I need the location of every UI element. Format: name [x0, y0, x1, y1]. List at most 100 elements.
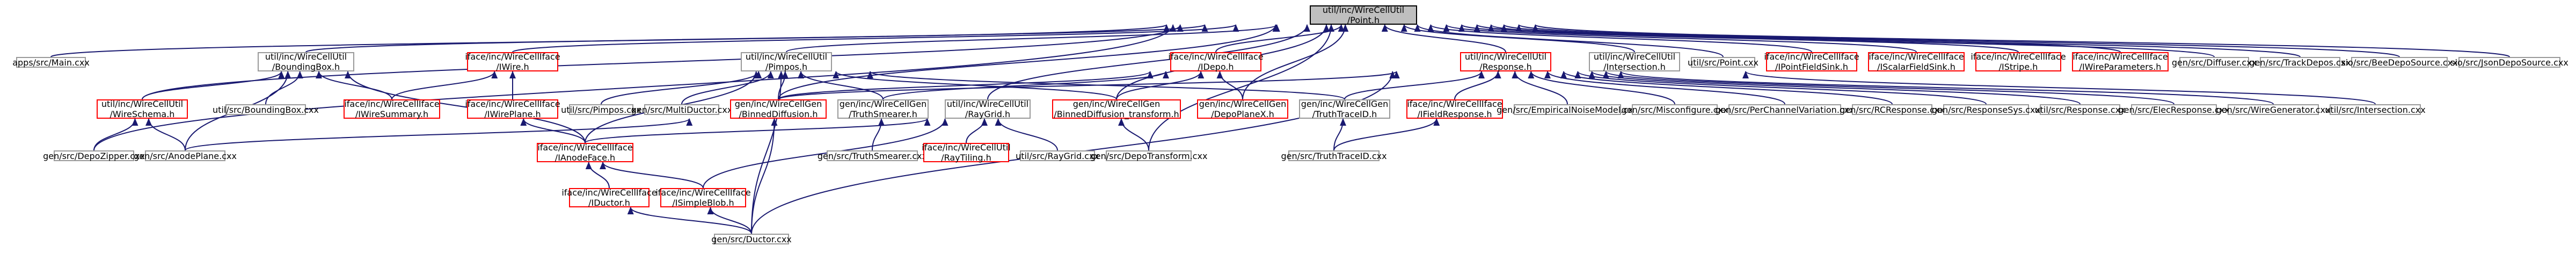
node-iraytiling-h[interactable]: iface/inc/WireCellUtil /RayTiling.h	[922, 142, 1011, 163]
node-label: gen/src/RCResponse.cxx	[1840, 104, 1945, 115]
edge-wireschema-h-to-point	[142, 24, 1184, 100]
node-label: util/src/Point.cxx	[1688, 57, 1758, 68]
node-gen-wiregenerator[interactable]: gen/src/WireGenerator.cxx	[2216, 104, 2330, 115]
node-iwire-h[interactable]: iface/inc/WireCellIface /IWire.h	[465, 52, 560, 72]
node-label: util/inc/WireCellUtil /RayGrid.h	[946, 99, 1029, 119]
node-util-bbox-cxx[interactable]: util/src/BoundingBox.cxx	[213, 104, 319, 115]
node-label: util/src/Pimpos.cxx	[561, 104, 641, 115]
node-raygrid-h[interactable]: util/inc/WireCellUtil /RayGrid.h	[945, 99, 1031, 119]
node-gen-trackdepos[interactable]: gen/src/TrackDepos.cxx	[2249, 57, 2351, 68]
node-label: iface/inc/WireCellIface /IWireSummary.h	[344, 99, 440, 119]
edge-gen-responsesys-to-response-h	[1574, 71, 1987, 105]
node-label: sio/src/JsonDepoSource.cxx	[2450, 57, 2568, 68]
node-pimpos-h[interactable]: util/inc/WireCellUtil /Pimpos.h	[741, 52, 832, 72]
node-wireschema-h[interactable]: util/inc/WireCellUtil /WireSchema.h	[97, 99, 188, 119]
node-gen-elecresponse[interactable]: gen/src/ElecResponse.cxx	[2118, 104, 2230, 115]
edge-bdiffusion-h-to-response-h	[778, 71, 1400, 100]
node-label: util/inc/WireCellUtil /WireSchema.h	[101, 99, 184, 119]
node-util-point-cxx[interactable]: util/src/Point.cxx	[1688, 57, 1758, 68]
node-gen-responsesys[interactable]: gen/src/ResponseSys.cxx	[1932, 104, 2040, 115]
node-gen-depotransform[interactable]: gen/src/DepoTransform.cxx	[1090, 150, 1207, 161]
node-label: gen/inc/WireCellGen /BinnedDiffusion_tra…	[1054, 99, 1179, 119]
node-sio-bee[interactable]: sio/src/BeeDepoSource.cxx	[2341, 57, 2458, 68]
node-label: iface/inc/WireCellUtil /RayTiling.h	[922, 142, 1011, 163]
edge-util-raygrid-cxx-to-raygrid-h	[995, 118, 1058, 151]
node-boundingbox-h[interactable]: util/inc/WireCellUtil /BoundingBox.h	[258, 52, 354, 72]
node-idepo-h[interactable]: iface/inc/WireCellIface /IDepo.h	[1168, 52, 1263, 72]
edge-gen-depotransform-to-point	[1148, 24, 1334, 151]
edge-boundingbox-h-to-point	[305, 24, 1208, 53]
node-label: util/inc/WireCellUtil /Intersection.h	[1593, 52, 1676, 72]
node-ifieldresponse-h[interactable]: iface/inc/WireCellIface /IFieldResponse.…	[1406, 99, 1503, 119]
node-label: iface/inc/WireCellIface /ISimpleBlob.h	[655, 187, 751, 208]
node-label: gen/src/TruthTraceID.cxx	[1281, 150, 1387, 161]
node-label: util/src/Intersection.cxx	[2325, 104, 2426, 115]
edge-iductor-h-to-ianodeface-h	[585, 162, 610, 189]
edge-truthsmearer-h-to-idepo-h	[882, 71, 1169, 100]
edge-gen-ductor-to-bdiffusion-h	[751, 118, 778, 234]
edge-gen-truthtraceid-cxx-to-truthtraceid-h	[1333, 118, 1346, 151]
edge-gen-ductor-to-pimpos-h	[751, 71, 785, 234]
node-gen-perchannel[interactable]: gen/src/PerChannelVariation.cxx	[1715, 104, 1855, 115]
node-label: util/src/Response.cxx	[2034, 104, 2126, 115]
node-truthsmearer-h[interactable]: gen/inc/WireCellGen /TruthSmearer.h	[837, 99, 929, 119]
node-iductor-h[interactable]: iface/inc/WireCellIface /IDuctor.h	[561, 187, 656, 208]
node-gen-truthtraceid-cxx[interactable]: gen/src/TruthTraceID.cxx	[1281, 150, 1387, 161]
edge-gen-anodeplane-to-bdiffusion-h	[185, 118, 692, 151]
node-label: iface/inc/WireCellIface /IFieldResponse.…	[1407, 99, 1502, 119]
node-util-response-cxx[interactable]: util/src/Response.cxx	[2034, 104, 2126, 115]
node-label: iface/inc/WireCellIface /IAnodeFace.h	[537, 142, 633, 163]
edge-truthsmearer-h-to-pimpos-h	[798, 71, 884, 100]
node-gen-truthsmearer-cxx[interactable]: gen/src/TruthSmearer.cxx	[818, 150, 927, 161]
node-gen-misconfigure[interactable]: gen/src/Misconfigure.cxx	[1622, 104, 1728, 115]
node-gen-multiductor[interactable]: gen/src/MultiDuctor.cxx	[631, 104, 732, 115]
node-gen-ductor[interactable]: gen/src/Ductor.cxx	[711, 234, 792, 244]
node-isimpleblob-h[interactable]: iface/inc/WireCellIface /ISimpleBlob.h	[655, 187, 750, 208]
node-gen-anodeplane[interactable]: gen/src/AnodePlane.cxx	[134, 150, 237, 161]
node-label: util/inc/WireCellUtil /Pimpos.h	[745, 52, 828, 72]
node-util-intersection-cxx[interactable]: util/src/Intersection.cxx	[2325, 104, 2426, 115]
edge-sio-json-to-point	[1533, 24, 2510, 57]
edge-ipointfieldsink-to-point	[1427, 24, 1812, 53]
edge-util-pimpos-cxx-to-pimpos-h	[601, 71, 762, 105]
node-gen-empirical[interactable]: gen/src/EmpiricalNoiseModel.cxx	[1497, 104, 1638, 115]
node-istripe[interactable]: iface/inc/WireCellIface /IStripe.h	[1971, 52, 2066, 72]
node-bdiff-transform-h[interactable]: gen/inc/WireCellGen /BinnedDiffusion_tra…	[1052, 99, 1181, 119]
edge-gen-wiregenerator-to-response-h	[1618, 71, 2274, 105]
edge-isimpleblob-h-to-ianodeface-h	[600, 162, 704, 189]
node-iwiresummary-h[interactable]: iface/inc/WireCellIface /IWireSummary.h	[344, 99, 440, 119]
node-iscalarfieldsink[interactable]: iface/inc/WireCellIface /IScalarFieldSin…	[1868, 52, 1965, 72]
edge-ianodeface-h-to-raygrid-h	[585, 118, 931, 143]
edge-gen-perchannel-to-response-h	[1544, 71, 1785, 105]
node-bdiffusion-h[interactable]: gen/inc/WireCellGen /BinnedDiffusion.h	[730, 99, 827, 119]
node-label: iface/inc/WireCellIface /IDuctor.h	[561, 187, 657, 208]
edge-iscalarfieldsink-to-point	[1443, 24, 1917, 53]
node-gen-rcresponse[interactable]: gen/src/RCResponse.cxx	[1840, 104, 1945, 115]
node-util-pimpos-cxx[interactable]: util/src/Pimpos.cxx	[561, 104, 641, 115]
node-gen-diffuser[interactable]: gen/src/Diffuser.cxx	[2172, 57, 2257, 68]
edge-util-bbox-cxx-to-boundingbox-h	[265, 71, 303, 105]
node-iwireplane-h[interactable]: iface/inc/WireCellIface /IWirePlane.h	[465, 99, 560, 119]
node-truthtraceid-h[interactable]: gen/inc/WireCellGen /TruthTraceID.h	[1299, 99, 1390, 119]
node-util-raygrid-cxx[interactable]: util/src/RayGrid.cxx	[1016, 150, 1099, 161]
edge-truthtraceid-h-to-response-h	[1344, 71, 1485, 100]
edge-gen-depotransform-to-bdiff-transform-h	[1118, 118, 1149, 151]
node-label: iface/inc/WireCellIface /IWireParameters…	[2073, 52, 2168, 72]
edge-util-point-cxx-to-point	[1414, 24, 1724, 57]
node-label: gen/src/MultiDuctor.cxx	[631, 104, 733, 115]
node-label: iface/inc/WireCellIface /IScalarFieldSin…	[1869, 52, 1964, 72]
node-intersection-h[interactable]: util/inc/WireCellUtil /Intersection.h	[1589, 52, 1680, 72]
node-gen-depozipper[interactable]: gen/src/DepoZipper.cxx	[43, 150, 145, 161]
node-label: util/inc/WireCellUtil /Response.h	[1464, 52, 1547, 72]
node-iwireparameters[interactable]: iface/inc/WireCellIface /IWireParameters…	[2072, 52, 2169, 72]
node-depoplanex-h[interactable]: gen/inc/WireCellGen /DepoPlaneX.h	[1197, 99, 1288, 119]
node-ianodeface-h[interactable]: iface/inc/WireCellIface /IAnodeFace.h	[537, 142, 633, 163]
node-sio-json[interactable]: sio/src/JsonDepoSource.cxx	[2450, 57, 2568, 68]
node-response-h[interactable]: util/inc/WireCellUtil /Response.h	[1460, 52, 1551, 72]
node-apps-main[interactable]: apps/src/Main.cxx	[12, 57, 90, 68]
edge-gen-rcresponse-to-response-h	[1560, 71, 1893, 105]
node-ipointfieldsink[interactable]: iface/inc/WireCellIface /IPointFieldSink…	[1764, 52, 1859, 72]
node-label: iface/inc/WireCellIface /IStripe.h	[1971, 52, 2066, 72]
node-label: gen/src/PerChannelVariation.cxx	[1715, 104, 1855, 115]
edge-idepo-h-to-point	[1215, 24, 1345, 53]
